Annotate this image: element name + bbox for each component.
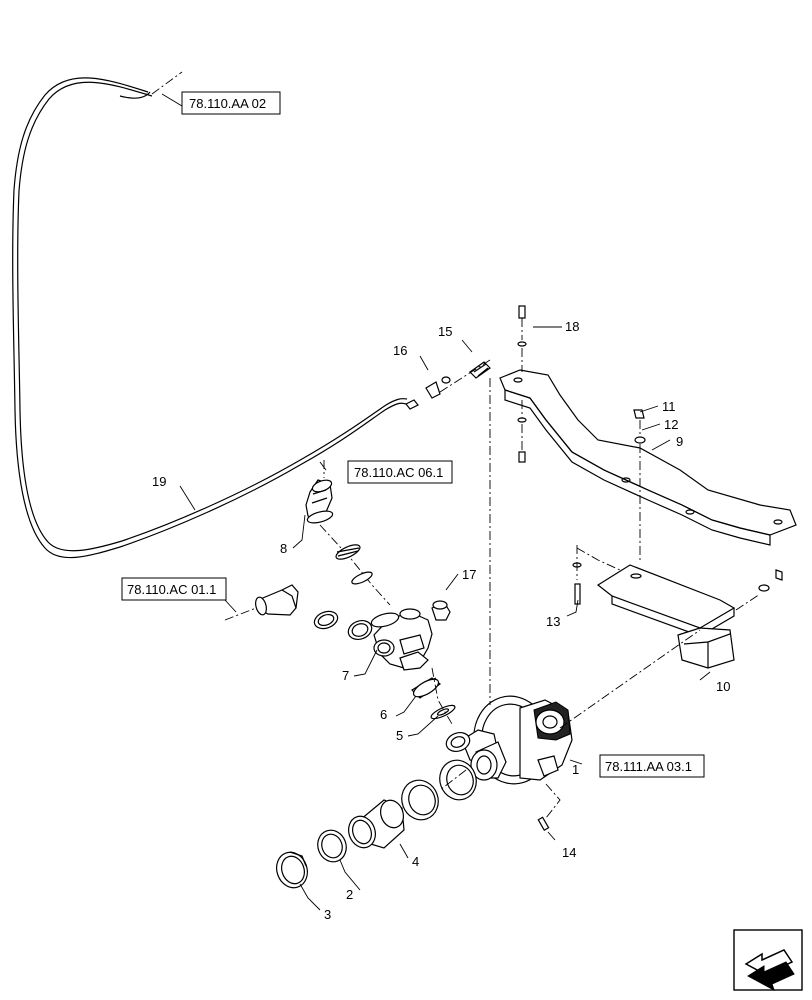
bracket-10 xyxy=(596,564,736,669)
tee-manifold-7 xyxy=(370,608,433,671)
callout-15: 15 xyxy=(438,324,452,339)
bolt-14 xyxy=(537,816,550,832)
ref-box-78-110-ac-01-1[interactable]: 78.110.AC 01.1 xyxy=(121,577,227,601)
callout-17: 17 xyxy=(462,567,476,582)
callout-11: 11 xyxy=(662,399,676,414)
callout-7: 7 xyxy=(342,668,349,683)
callout-3: 3 xyxy=(324,907,331,922)
ring-set-upper xyxy=(313,544,373,641)
callout-18: 18 xyxy=(565,319,579,334)
arrow-back-icon[interactable] xyxy=(733,929,803,992)
elbow-8 xyxy=(305,479,334,524)
leader-lines xyxy=(161,93,711,911)
washer-right xyxy=(758,569,783,592)
ref-box-78-111-aa-03-1[interactable]: 78.111.AA 03.1 xyxy=(599,754,705,778)
callout-10: 10 xyxy=(716,679,730,694)
callout-16: 16 xyxy=(393,343,407,358)
ref-box-78-110-aa-02[interactable]: 78.110.AA 02 xyxy=(181,91,281,115)
hose-19 xyxy=(12,77,419,559)
callout-1: 1 xyxy=(572,762,579,777)
callout-4: 4 xyxy=(412,854,419,869)
callout-13: 13 xyxy=(546,614,560,629)
gasket-5 xyxy=(430,704,456,720)
ref-label: 78.110.AC 01.1 xyxy=(127,582,216,597)
bracket-9 xyxy=(499,369,797,546)
callout-2: 2 xyxy=(346,887,353,902)
pump-1 xyxy=(445,695,573,785)
clip-16 xyxy=(425,376,451,399)
clamp-3 xyxy=(276,851,308,889)
ref-label: 78.110.AA 02 xyxy=(189,96,266,111)
nipple-6 xyxy=(411,677,442,699)
callout-6: 6 xyxy=(380,707,387,722)
callout-8: 8 xyxy=(280,541,287,556)
cap-17 xyxy=(431,600,451,621)
fitting-15 xyxy=(469,361,491,379)
coupling-4 xyxy=(348,799,405,849)
gasket-2 xyxy=(317,829,347,863)
inlet-elbow xyxy=(255,584,299,616)
nut-11 xyxy=(633,409,646,444)
callout-19: 19 xyxy=(152,474,166,489)
clamp-upper xyxy=(401,759,477,821)
ref-label: 78.111.AA 03.1 xyxy=(605,759,692,774)
callout-12: 12 xyxy=(664,417,678,432)
ref-box-78-110-ac-06-1[interactable]: 78.110.AC 06.1 xyxy=(347,460,453,484)
callout-9: 9 xyxy=(676,434,683,449)
callout-14: 14 xyxy=(562,845,576,860)
callout-5: 5 xyxy=(396,728,403,743)
ref-label: 78.110.AC 06.1 xyxy=(354,465,443,480)
